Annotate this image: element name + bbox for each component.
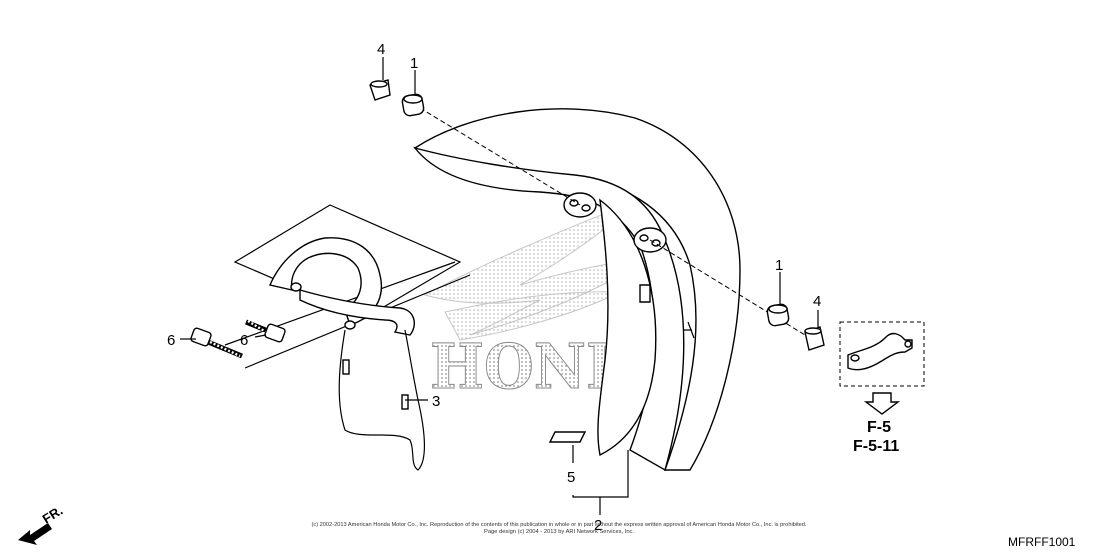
collar-top xyxy=(369,79,391,101)
bolt-lower xyxy=(190,327,243,359)
reference-arrow-icon xyxy=(863,392,901,415)
callout-4-right: 4 xyxy=(813,293,821,310)
callout-6-upper: 6 xyxy=(240,332,248,349)
callout-3: 3 xyxy=(432,393,440,410)
cushion-pad xyxy=(548,431,587,443)
copyright-line-1: (c) 2002-2013 American Honda Motor Co., … xyxy=(312,522,807,528)
callout-1-top: 1 xyxy=(410,55,418,72)
fender-mount-left xyxy=(563,192,597,218)
reference-f5[interactable]: F-5 xyxy=(867,419,891,436)
fender-bracket xyxy=(269,237,426,471)
grommet-top xyxy=(401,93,425,117)
callout-2: 2 xyxy=(594,517,602,534)
callout-6-lower: 6 xyxy=(167,332,175,349)
fender-stay xyxy=(847,332,913,371)
callout-1-right: 1 xyxy=(775,257,783,274)
front-arrow-icon xyxy=(18,523,52,545)
diagram-code: MFRFF1001 xyxy=(1008,535,1076,549)
collar-right xyxy=(804,326,825,351)
front-label: FR. xyxy=(40,503,66,527)
leader-lines xyxy=(180,57,819,515)
bolt-upper xyxy=(245,319,286,343)
align-line-right xyxy=(649,239,806,336)
front-direction-indicator: FR. xyxy=(18,503,65,545)
callout-5: 5 xyxy=(567,469,575,486)
stay-dashed-box xyxy=(839,321,925,387)
callout-4-top: 4 xyxy=(377,41,385,58)
reference-f5-11[interactable]: F-5-11 xyxy=(853,438,899,455)
align-line-top xyxy=(419,107,581,206)
copyright-line-2: Page design (c) 2004 - 2013 by ARI Netwo… xyxy=(484,529,634,535)
grommet-right xyxy=(766,303,790,327)
